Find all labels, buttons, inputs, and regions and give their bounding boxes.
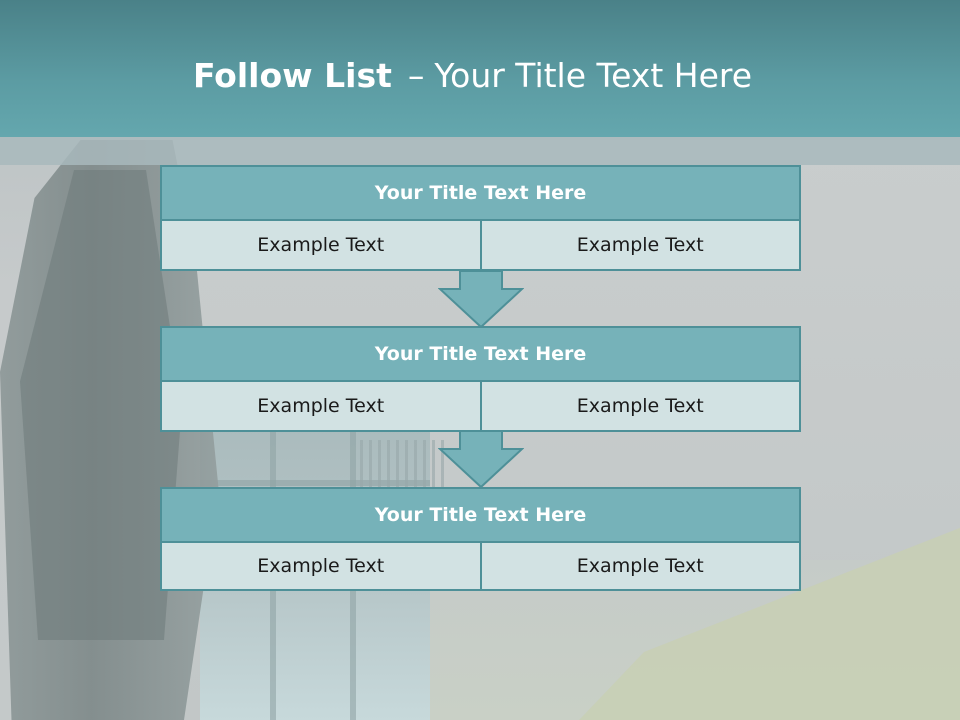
step-cell-left: Example Text xyxy=(160,221,482,271)
down-arrow-icon xyxy=(438,431,524,489)
step-box-1: Your Title Text Here Example Text Exampl… xyxy=(160,165,801,271)
step-title: Your Title Text Here xyxy=(160,165,801,221)
slide-title: Follow List–Your Title Text Here xyxy=(0,52,945,100)
step-cell-left: Example Text xyxy=(160,382,482,432)
step-title: Your Title Text Here xyxy=(160,326,801,382)
step-title: Your Title Text Here xyxy=(160,487,801,543)
step-row: Example Text Example Text xyxy=(160,382,801,432)
window-frame xyxy=(200,480,430,486)
step-row: Example Text Example Text xyxy=(160,221,801,271)
header-band xyxy=(0,137,960,165)
title-bar xyxy=(0,0,960,137)
step-cell-left: Example Text xyxy=(160,543,482,591)
down-arrow-icon xyxy=(438,271,524,329)
title-bold-text: Follow List xyxy=(192,56,392,95)
step-cell-right: Example Text xyxy=(481,221,801,271)
title-separator: – xyxy=(407,56,425,95)
step-box-2: Your Title Text Here Example Text Exampl… xyxy=(160,326,801,432)
step-box-3: Your Title Text Here Example Text Exampl… xyxy=(160,487,801,591)
step-cell-right: Example Text xyxy=(481,382,801,432)
step-cell-right: Example Text xyxy=(481,543,801,591)
title-rest-text: Your Title Text Here xyxy=(434,56,753,95)
step-row: Example Text Example Text xyxy=(160,543,801,591)
